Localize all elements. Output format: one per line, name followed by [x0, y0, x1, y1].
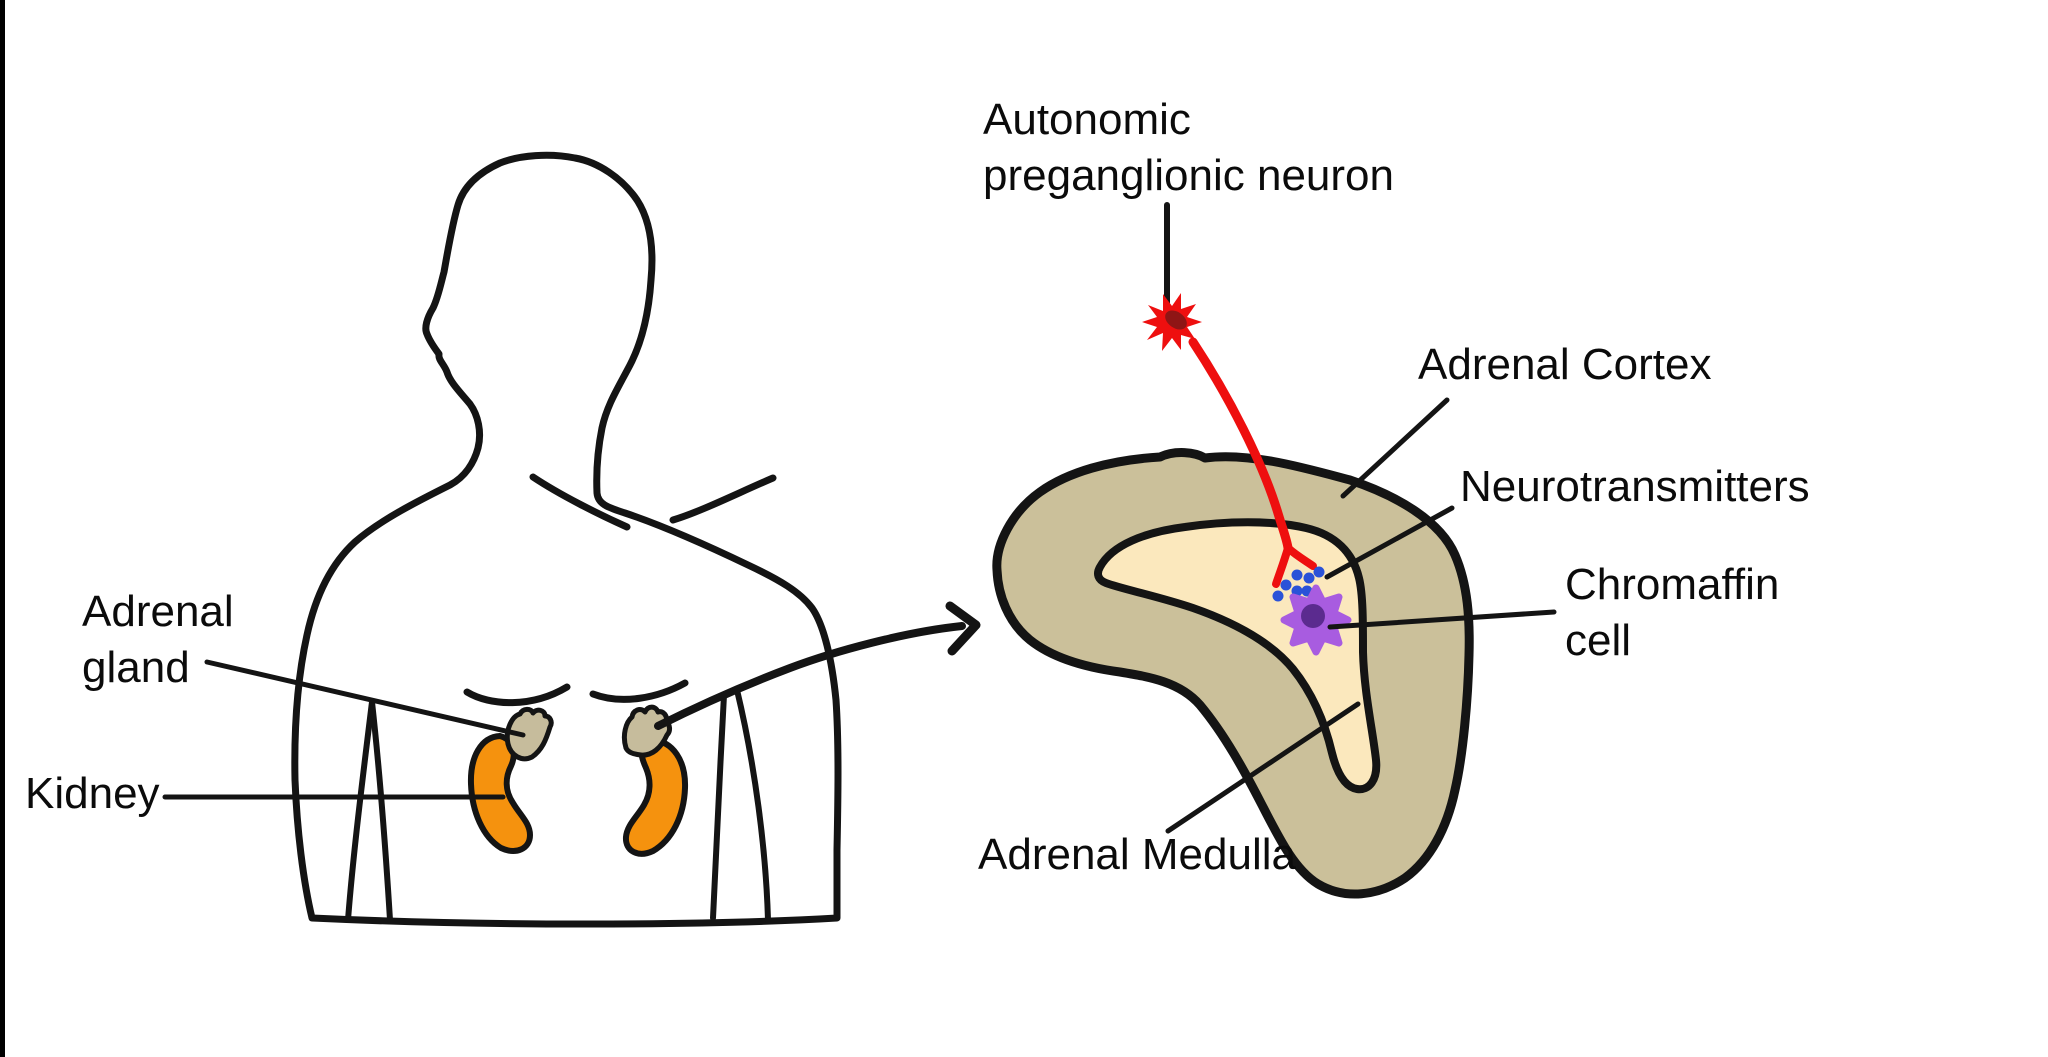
neurotransmitter-dots	[1272, 566, 1325, 602]
left-clavicle-line	[529, 473, 631, 531]
left-pectoral-line	[463, 683, 571, 707]
left-inner-arm-line	[369, 699, 393, 923]
neuron-nucleus	[1165, 310, 1187, 330]
magnify-arrow	[654, 601, 981, 730]
label-adrenal-gland: Adrenal gland	[82, 587, 234, 692]
chromaffin-cell-nucleus	[1301, 604, 1325, 628]
right-adrenal-cap-shape	[621, 704, 672, 758]
magnify-arrow-shaft	[654, 622, 966, 730]
left-waist-line	[345, 699, 375, 923]
label-chromaffin-cell: Chromaffin cell	[1565, 560, 1780, 665]
torso-head-outline	[291, 151, 842, 928]
right-kidney-shape	[623, 737, 689, 857]
neurotransmitter-dot	[1303, 572, 1315, 584]
neurotransmitters-leader-line	[1324, 505, 1455, 580]
right-clavicle-line	[669, 474, 777, 524]
right-pectoral-line	[589, 679, 689, 703]
human-torso-figure	[291, 151, 842, 928]
left-kidney-shape	[467, 733, 533, 854]
label-kidney: Kidney	[25, 769, 160, 818]
adrenal-gland-leader-line	[204, 659, 526, 738]
neuron-axon	[1188, 337, 1293, 553]
label-autonomic-preganglionic-neuron: Autonomic preganglionic neuron	[983, 95, 1394, 200]
label-neurotransmitters: Neurotransmitters	[1460, 462, 1810, 511]
label-adrenal-medulla: Adrenal Medulla	[978, 830, 1296, 879]
adrenal-medulla-leader-line	[1165, 701, 1361, 834]
neurotransmitter-dot	[1313, 566, 1325, 578]
right-waist-line	[710, 692, 727, 921]
preganglionic-neuron	[1142, 202, 1317, 588]
chromaffin-cell-leader-line	[1327, 609, 1557, 630]
magnify-arrow-head	[945, 601, 981, 656]
label-adrenal-cortex: Adrenal Cortex	[1418, 340, 1712, 389]
neurotransmitter-dot	[1272, 590, 1284, 602]
neuron-axon-branch-right	[1284, 544, 1317, 570]
left-adrenal-cap-shape	[504, 706, 554, 762]
neurotransmitter-dot	[1280, 579, 1292, 591]
neurotransmitter-dot	[1291, 569, 1303, 581]
chromaffin-cell	[1280, 584, 1352, 656]
right-inner-arm-line	[734, 687, 771, 923]
adrenal-cortex-leader-line	[1340, 397, 1450, 499]
leader-lines	[162, 397, 1557, 834]
left-edge-bar	[0, 0, 5, 1057]
